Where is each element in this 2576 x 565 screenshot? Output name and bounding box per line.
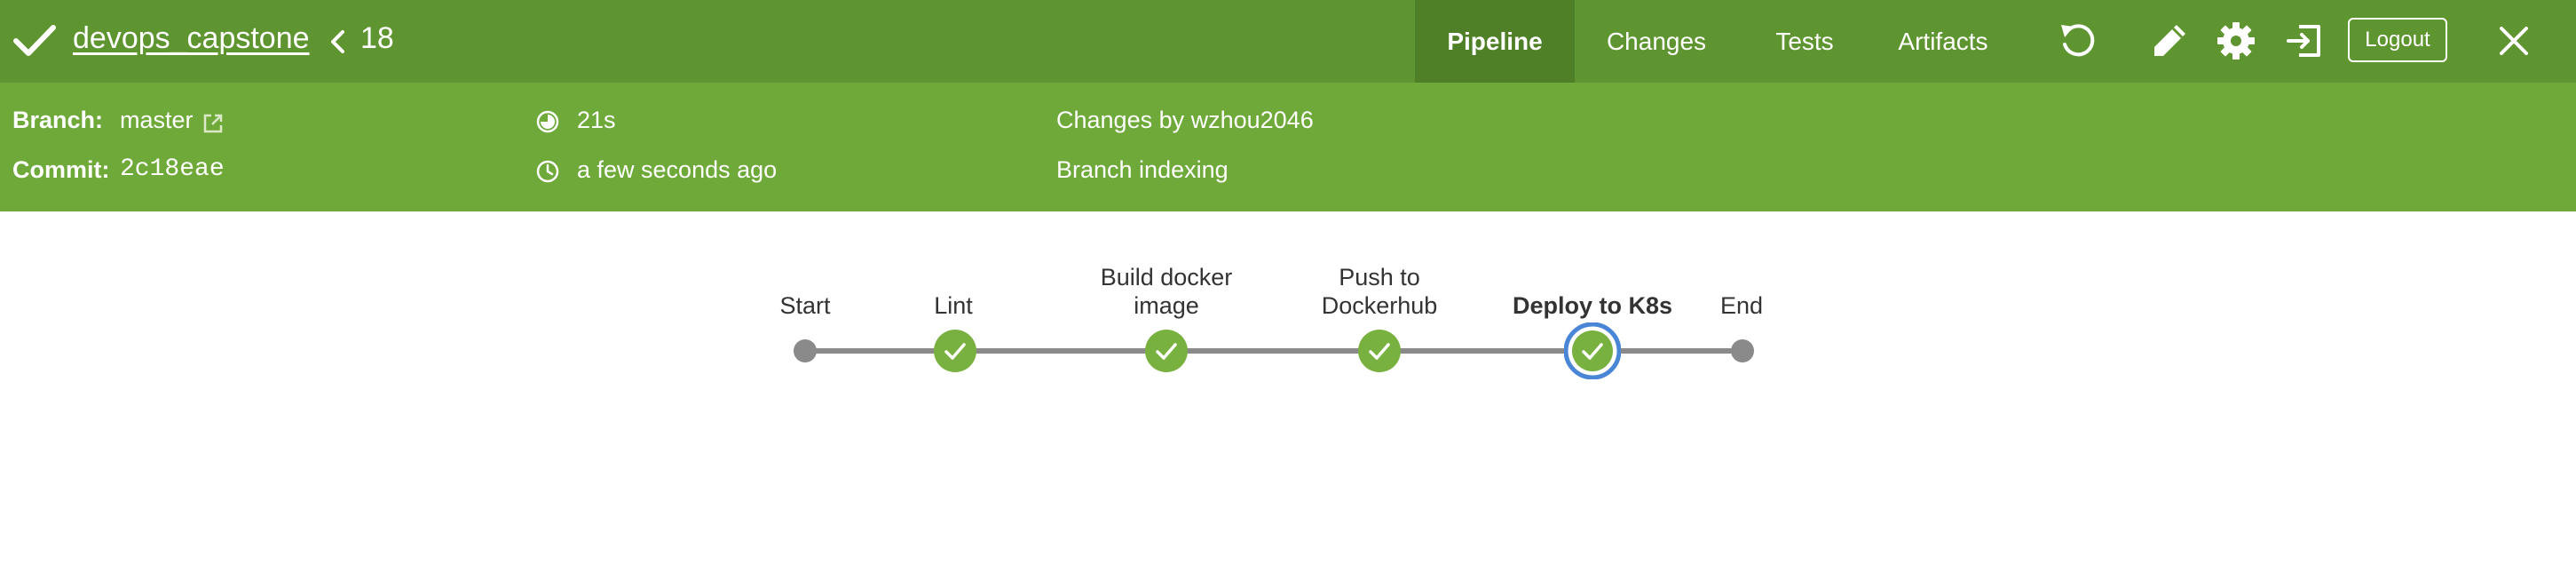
stage-label-start: Start [779,292,831,319]
started-time: a few seconds ago [577,156,778,183]
job-name-link[interactable]: devops_capstone [73,21,310,55]
tab-changes[interactable]: Changes [1606,27,1707,55]
stage-label-push-to-dockerhub: Push to Dockerhub [1321,264,1438,319]
stage-label-end: End [1719,292,1764,319]
gear-icon[interactable] [2215,20,2257,62]
exit-icon[interactable] [2283,20,2326,62]
edit-icon[interactable] [2148,20,2191,62]
stage-node-build-docker-image[interactable] [1143,328,1189,374]
start-node [794,339,817,362]
changes-by: Changes by wzhou2046 [1056,107,1314,133]
clock-icon [536,160,559,183]
end-node [1731,339,1754,362]
pipeline-graph: Start Lint Build docker image Push to Do… [0,211,2576,565]
chevron-left-icon[interactable] [327,27,350,57]
duration-icon [536,110,559,133]
run-tabs: Pipeline Changes Tests Artifacts [1415,0,2015,83]
external-link-icon[interactable] [202,113,224,134]
run-number: 18 [360,21,394,55]
top-header-bar: devops_capstone 18 Pipeline Changes Test… [0,0,2576,83]
run-cause: Branch indexing [1056,156,1229,183]
stage-label-deploy-to-k8s: Deploy to K8s [1512,292,1673,319]
tab-tests[interactable]: Tests [1775,27,1834,55]
duration-value: 21s [577,107,616,133]
tab-artifacts[interactable]: Artifacts [1898,27,1988,55]
stage-node-push-to-dockerhub[interactable] [1356,328,1403,374]
tab-pipeline[interactable]: Pipeline [1415,0,1575,83]
close-icon[interactable] [2493,20,2535,62]
stage-label-lint: Lint [934,292,973,319]
branch-label: Branch: [12,107,104,133]
logout-button[interactable]: Logout [2348,18,2447,62]
stage-node-lint[interactable] [932,328,978,374]
success-check-icon [13,25,56,56]
commit-label: Commit: [12,156,110,183]
commit-value[interactable]: 2c18eae [120,155,225,183]
stage-node-deploy-to-k8s[interactable] [1564,322,1621,379]
replay-icon[interactable] [2056,20,2098,62]
run-info-bar: Branch: master Commit: 2c18eae 21s a few… [0,83,2576,211]
branch-value[interactable]: master [120,107,194,133]
stage-label-build-docker-image: Build docker image [1100,264,1233,319]
